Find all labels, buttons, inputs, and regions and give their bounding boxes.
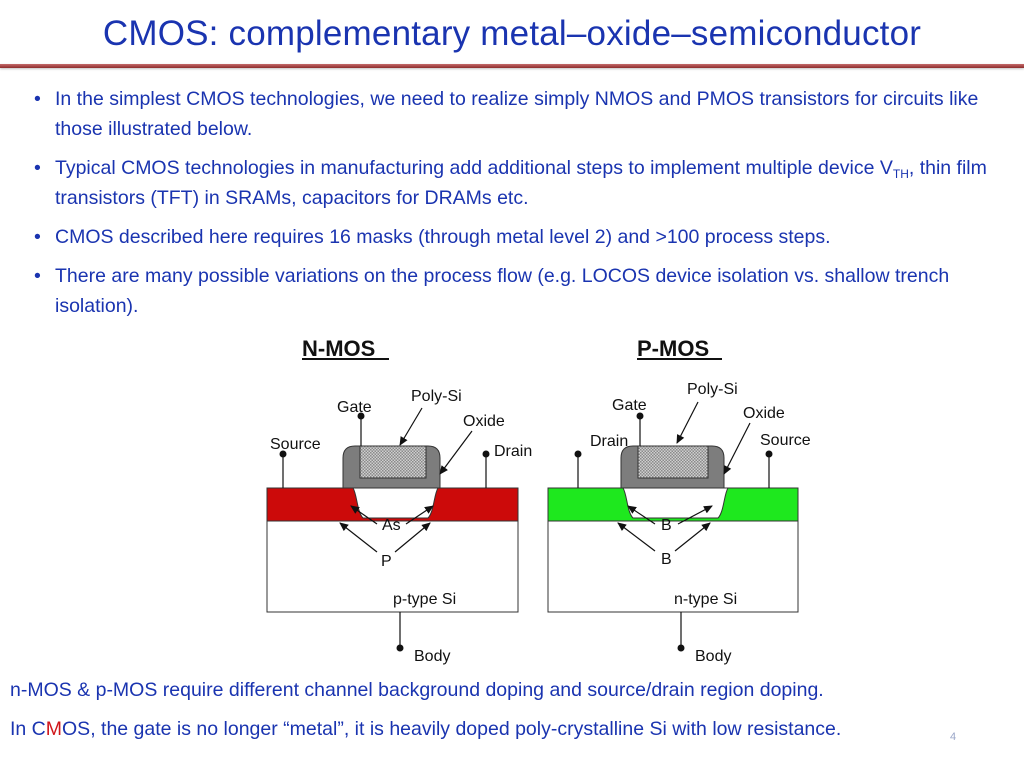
- pmos-drain-terminal: [574, 450, 582, 458]
- pmos-drain-label: Drain: [590, 433, 628, 450]
- bullet-dot-icon: •: [34, 226, 41, 248]
- pmos-substrate-label: n-type Si: [674, 591, 737, 608]
- pmos-oxide-arrow: [723, 422, 751, 475]
- bullet-dot-icon: •: [34, 157, 41, 179]
- pmos-polysi-arrow: [676, 401, 699, 444]
- pmos-dopant-arrow-right: [677, 505, 713, 525]
- pmos-channel-region: [622, 487, 729, 519]
- nmos-substrate-label: p-type Si: [393, 591, 456, 608]
- nmos-body-terminal: [396, 644, 404, 652]
- nmos-gate-label: Gate: [337, 399, 372, 416]
- nmos-oxide-arrow: [439, 430, 473, 475]
- footer-line-2-part: In C: [10, 718, 46, 740]
- footer-line-2-part: OS, the gate is no longer “metal”, it is…: [62, 718, 842, 740]
- bullet-item: • Typical CMOS technologies in manufactur…: [34, 153, 1009, 213]
- nmos-drain-label: Drain: [494, 443, 532, 460]
- nmos-channel-arrow-left: [339, 522, 378, 553]
- footer-highlight-m: M: [45, 718, 63, 740]
- nmos-gate-terminal: [357, 412, 365, 420]
- footer-line-2: In CMOS, the gate is no longer “metal”, …: [10, 718, 841, 741]
- pmos-gate-label: Gate: [612, 397, 647, 414]
- pmos-oxide-label: Oxide: [743, 405, 785, 422]
- bullet-text: In the simplest CMOS technologies, we ne…: [55, 88, 979, 140]
- nmos-dopant-arrow-left: [350, 505, 378, 525]
- nmos-title: N-MOS: [302, 336, 375, 361]
- pmos-body-terminal: [677, 644, 685, 652]
- pmos-device: P-MOS Drain Source Gate Poly-Si Oxide B …: [547, 336, 810, 665]
- pmos-body-label: Body: [695, 648, 731, 665]
- pmos-title: P-MOS: [637, 336, 709, 361]
- pmos-gate-terminal: [636, 412, 644, 420]
- nmos-source-terminal: [279, 450, 287, 458]
- nmos-polysi-arrow: [399, 407, 423, 446]
- nmos-dopant-arrow-right: [405, 505, 434, 525]
- bullet-item: • CMOS described here requires 16 masks (…: [34, 222, 1009, 252]
- pmos-source-terminal: [765, 450, 773, 458]
- nmos-drain-terminal: [482, 450, 490, 458]
- title-divider: [0, 64, 1024, 68]
- page-number: 4: [950, 731, 957, 743]
- bullet-dot-icon: •: [34, 265, 41, 287]
- bullet-text-part: , thin film transistors (TFT) in SRAMs, …: [55, 157, 987, 209]
- nmos-dopant-label: As: [382, 517, 401, 534]
- nmos-channel-region: [352, 487, 439, 519]
- subscript-th: TH: [892, 167, 909, 181]
- mos-cross-section-diagram: N-MOS Source Drain Gate Poly-Si Oxide As…: [266, 336, 810, 665]
- bullet-list: • In the simplest CMOS technologies, we n…: [34, 84, 1009, 330]
- footer-line-1: n-MOS & p-MOS require different channel …: [10, 679, 824, 701]
- pmos-source-label: Source: [760, 432, 810, 449]
- bullet-item: • In the simplest CMOS technologies, we n…: [34, 84, 1009, 144]
- bullet-text: CMOS described here requires 16 masks (t…: [55, 226, 831, 248]
- pmos-channel-label: B: [661, 551, 672, 568]
- nmos-channel-arrow-right: [394, 522, 431, 553]
- bullet-dot-icon: •: [34, 88, 41, 110]
- nmos-body-label: Body: [414, 648, 450, 665]
- nmos-polysi-label: Poly-Si: [411, 388, 462, 405]
- nmos-poly-gate: [359, 445, 427, 479]
- pmos-dopant-label: B: [661, 517, 672, 534]
- pmos-channel-arrow-right: [674, 522, 711, 552]
- slide-title: CMOS: complementary metal–oxide–semicond…: [102, 14, 922, 53]
- bullet-item: • There are many possible variations on t…: [34, 261, 1009, 321]
- nmos-oxide-label: Oxide: [463, 413, 505, 430]
- bullet-text-part: Typical CMOS technologies in manufacturi…: [55, 157, 893, 179]
- nmos-source-label: Source: [270, 436, 321, 453]
- pmos-channel-arrow-left: [617, 522, 656, 552]
- nmos-channel-label: P: [381, 553, 392, 570]
- bullet-text: There are many possible variations on th…: [55, 265, 950, 317]
- pmos-poly-gate: [637, 445, 709, 479]
- pmos-polysi-label: Poly-Si: [687, 381, 738, 398]
- nmos-device: N-MOS Source Drain Gate Poly-Si Oxide As…: [266, 336, 532, 665]
- pmos-dopant-arrow-left: [627, 505, 656, 525]
